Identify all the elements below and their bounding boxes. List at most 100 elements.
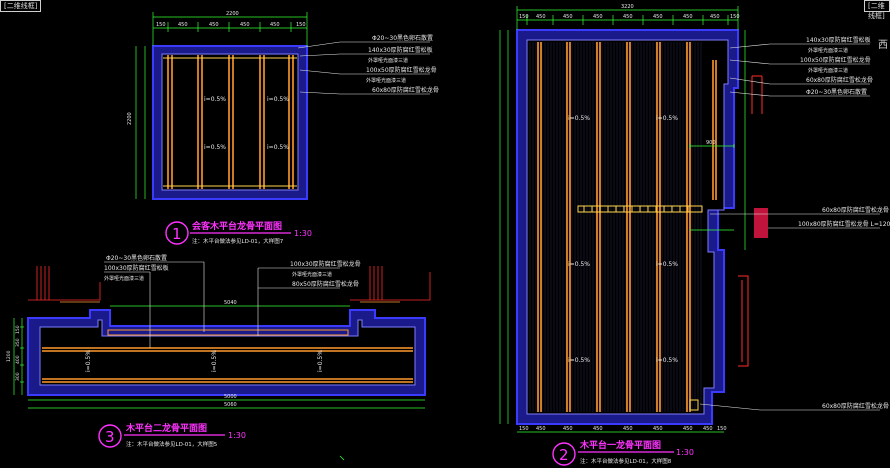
d3-sdim-2: 350 <box>15 338 21 347</box>
d3-top-beam <box>107 329 349 336</box>
d2-title: 木平台一龙骨平面图 <box>579 439 661 451</box>
d1-dim-4: 450 <box>270 22 280 28</box>
d2-label-mid-1: 100x80厚防腐红雪松龙骨 L=120 <box>798 220 890 228</box>
d3-note: 注：木平台做法参见LD-01，大样图5 <box>126 440 218 448</box>
d2-label-mid-0: 60x80厚防腐红雪松龙骨 <box>822 206 889 214</box>
d2-labels: 140x30厚防腐红雪松板 外罩哑光面漆三道 100x50厚防腐红雪松龙骨 外罩… <box>798 36 890 410</box>
d1-label-5: 60x80厚防腐红雪松龙骨 <box>372 86 439 94</box>
d2-joists <box>537 42 717 412</box>
d2-dim-0: 150 <box>519 14 529 20</box>
d2-label-3: 外罩哑光面漆三道 <box>808 67 848 74</box>
d3-label-right-2: 80x50厚防腐红雪松龙骨 <box>292 280 359 288</box>
d3-label-left-0: Φ20~30黑色卵石散置 <box>106 254 167 262</box>
d2-slope-5: i=0.5% <box>656 115 678 122</box>
d2-top-total: 3220 <box>621 4 634 10</box>
d2-label-0: 140x30厚防腐红雪松板 <box>806 36 871 44</box>
d2-red-bench <box>738 275 749 367</box>
d1-dim-1: 450 <box>178 22 188 28</box>
d2-label-1: 外罩哑光面漆三道 <box>808 47 848 54</box>
d3-top-dim: 5040 <box>224 300 237 306</box>
d2-slope-4: i=0.5% <box>568 115 590 122</box>
d2-dim-6: 450 <box>683 14 693 20</box>
d2-dim-3: 450 <box>593 14 603 20</box>
d1-label-1: 140x30厚防腐红雪松板 <box>368 46 433 54</box>
d2-post <box>689 399 699 411</box>
d2-slopes: i=0.5% i=0.5% i=0.5% i=0.5% i=0.5% i=0.5… <box>568 115 678 364</box>
d1-dim-0: 150 <box>156 22 166 28</box>
d1-slope-3: i=0.5% <box>267 144 289 151</box>
d1-label-2: 外罩哑光面漆三道 <box>368 57 408 64</box>
d1-slope-1: i=0.5% <box>267 96 289 103</box>
d2-slope-0: i=0.5% <box>568 261 590 268</box>
d2-beam-row <box>577 205 703 213</box>
d2-dim-4: 450 <box>623 14 633 20</box>
d3-title: 木平台二龙骨平面图 <box>125 422 207 434</box>
d3-slope-1: i=0.5% <box>211 350 218 372</box>
d2-dim-8: 150 <box>730 14 740 20</box>
d2-bdim-4: 450 <box>623 426 633 432</box>
d1-label-0: Φ20~30黑色卵石散置 <box>372 34 433 42</box>
d1-note: 注：木平台做法参见LD-01，大样图7 <box>192 237 284 245</box>
d3-label-left-2: 外罩哑光面漆三道 <box>104 275 144 282</box>
d2-dim-2: 450 <box>563 14 573 20</box>
d2-bottom-dims: 150 450 450 450 450 450 450 450 150 <box>519 426 727 432</box>
d2-top-dims: 150 450 450 450 450 450 450 450 150 <box>519 14 740 20</box>
d3-leaders <box>104 261 340 348</box>
d2-dim-lines <box>499 6 746 433</box>
d3-joists <box>42 347 413 383</box>
d1-dim-lines <box>135 12 308 199</box>
drawing-1: 2200 150 450 450 450 450 150 2200 i=0.5%… <box>127 11 439 245</box>
d3-slope-0: i=0.5% <box>85 350 92 372</box>
d2-dim-1: 450 <box>536 14 546 20</box>
d3-bottom-dim-0: 5000 <box>224 394 237 400</box>
d3-number: 3 <box>105 428 115 446</box>
d3-number-circle <box>98 424 122 448</box>
d3-label-left-1: 100x30厚防腐红雪松板 <box>104 264 169 272</box>
d1-number-circle <box>165 221 189 245</box>
d3-bottom-dim-1: 5060 <box>224 402 237 408</box>
d1-leaders <box>297 41 430 95</box>
d2-bdim-2: 450 <box>563 426 573 432</box>
d1-top-total: 2200 <box>226 11 239 17</box>
d1-dim-5: 150 <box>296 22 306 28</box>
viewcube-label[interactable]: 西 <box>878 40 888 51</box>
d2-bdim-6: 450 <box>683 426 693 432</box>
d2-note: 注：木平台做法参见LD-01，大样图8 <box>580 457 672 465</box>
d2-label-bottom: 60x80厚防腐红雪松龙骨 <box>822 402 889 410</box>
d1-dim-2: 450 <box>209 22 219 28</box>
d1-joists <box>167 55 294 189</box>
d2-dim-5: 450 <box>653 14 663 20</box>
d3-red-planters <box>28 266 431 301</box>
d2-label-4: 60x80厚防腐红雪松龙骨 <box>806 76 873 84</box>
d1-slope-2: i=0.5% <box>204 144 226 151</box>
d3-side-dims: 1200 150 350 400 300 <box>6 325 21 381</box>
d2-bdim-0: 150 <box>519 426 529 432</box>
d3-labels: Φ20~30黑色卵石散置 100x30厚防腐红雪松板 外罩哑光面漆三道 100x… <box>104 254 361 288</box>
d1-scale: 1:30 <box>294 229 312 238</box>
d1-side-total: 2200 <box>127 112 133 125</box>
d2-bdim-1: 450 <box>536 426 546 432</box>
d2-scale: 1:30 <box>676 448 694 457</box>
d2-slope-3: i=0.5% <box>656 357 678 364</box>
d3-sdim-4: 300 <box>15 372 21 381</box>
d1-label-4: 外罩哑光面漆三道 <box>366 77 406 84</box>
viewport-tab-left[interactable]: [二维线框] <box>0 0 42 12</box>
d3-sdim-0: 1200 <box>6 350 12 362</box>
d3-slopes: i=0.5% i=0.5% i=0.5% <box>85 350 324 372</box>
d2-number: 2 <box>559 446 569 464</box>
d1-top-dims: 150 450 450 450 450 150 <box>156 22 306 28</box>
d3-inner-deck <box>39 319 416 386</box>
d2-label-2: 100x50厚防腐红雪松龙骨 <box>800 56 871 64</box>
d1-slopes: i=0.5% i=0.5% i=0.5% i=0.5% <box>204 96 289 151</box>
ucs-marker <box>339 455 345 461</box>
d1-dim-3: 450 <box>240 22 250 28</box>
d3-slope-2: i=0.5% <box>317 350 324 372</box>
drawing-2: 3220 150 450 450 450 450 450 450 450 150… <box>499 4 890 466</box>
d1-slope-0: i=0.5% <box>204 96 226 103</box>
drawing-3: 5040 5000 5060 1200 150 350 400 300 i=0.… <box>6 254 431 448</box>
d3-sdim-3: 400 <box>15 355 21 364</box>
d1-number: 1 <box>172 225 182 243</box>
d1-label-3: 100x50厚防腐红雪松龙骨 <box>366 66 437 74</box>
